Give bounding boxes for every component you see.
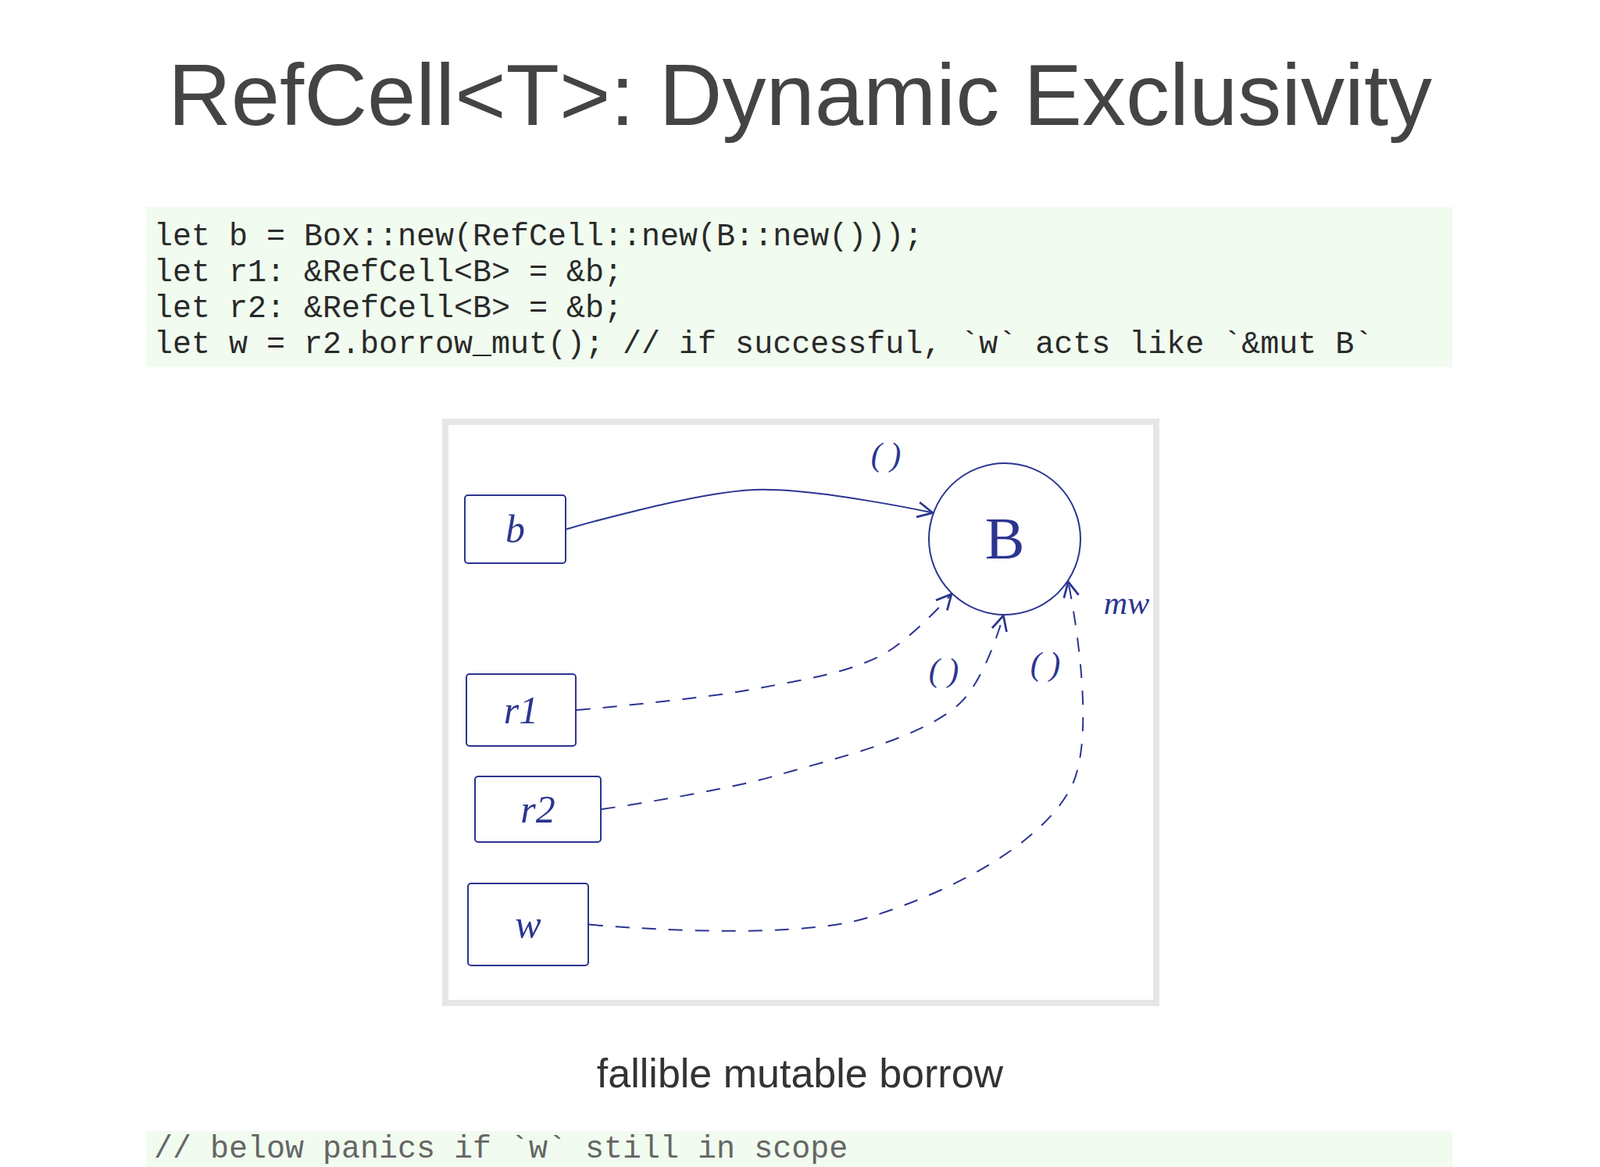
borrow-arrow bbox=[589, 582, 1083, 932]
loan-mark: mw bbox=[1100, 585, 1153, 622]
circle-shape bbox=[928, 463, 1081, 615]
code-line: let r1: &RefCell<B> = &b; bbox=[153, 256, 623, 291]
node-label: r1 bbox=[503, 689, 539, 733]
illustration-frame bbox=[445, 421, 1157, 1004]
code-line: let b = Box::new(RefCell::new(B::new()))… bbox=[153, 220, 923, 255]
slide-title: RefCell<T>: Dynamic Exclusivity bbox=[167, 40, 1433, 150]
node-label: b bbox=[505, 507, 525, 551]
loan-mark: ( ) bbox=[867, 436, 904, 473]
loan-mark: ( ) bbox=[1027, 646, 1064, 683]
borrow-arrow bbox=[576, 593, 952, 711]
code-block-background bbox=[146, 207, 1453, 368]
loan-mark: ( ) bbox=[925, 652, 962, 689]
node-label: r2 bbox=[520, 788, 555, 832]
code-line: // below panics if `w` still in scope bbox=[153, 1132, 848, 1167]
value-circle: B bbox=[928, 462, 1082, 616]
variable-box: r1 bbox=[465, 673, 577, 747]
node-label: w bbox=[514, 903, 541, 947]
code-line: let w = r2.borrow_mut(); // if successfu… bbox=[153, 328, 1373, 363]
variable-box: b bbox=[464, 494, 567, 565]
figure-caption: fallible mutable borrow bbox=[596, 1048, 1004, 1099]
variable-box: w bbox=[467, 882, 590, 967]
code-line: let r2: &RefCell<B> = &b; bbox=[153, 292, 623, 327]
code-block-background bbox=[146, 1131, 1453, 1167]
owner-arrow bbox=[566, 489, 933, 530]
borrow-arrow bbox=[601, 615, 1004, 810]
node-label: B bbox=[985, 506, 1025, 572]
variable-box: r2 bbox=[474, 775, 602, 843]
